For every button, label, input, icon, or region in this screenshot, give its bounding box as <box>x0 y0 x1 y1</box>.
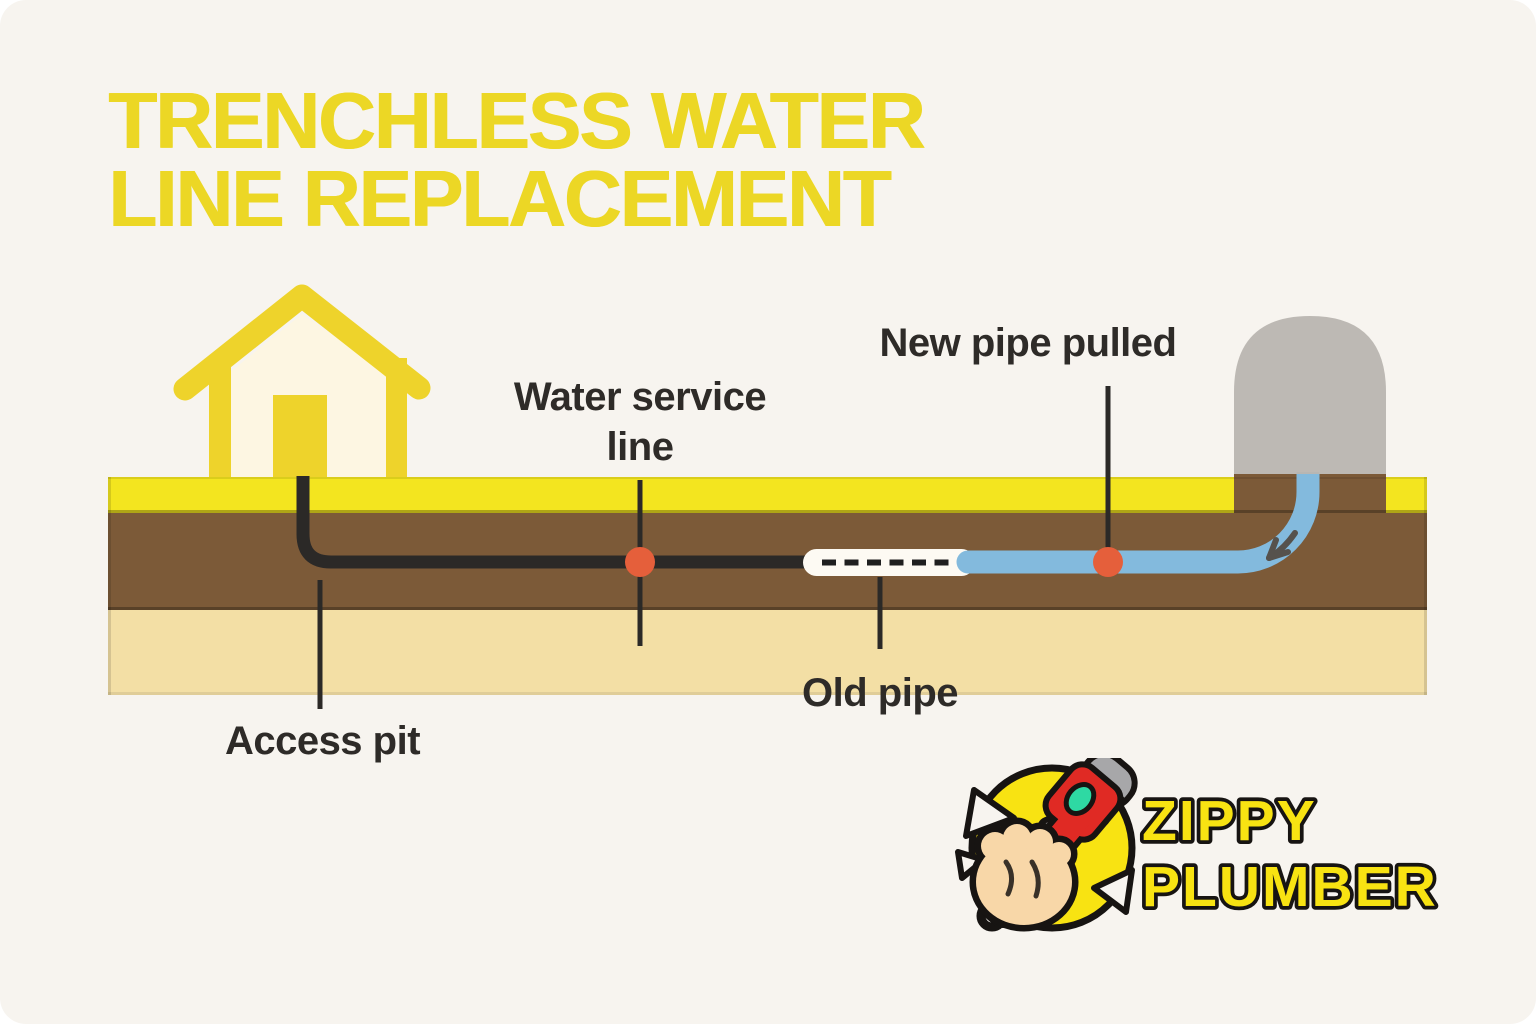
ground-left-edge <box>108 477 111 695</box>
house-wall-left <box>209 358 231 477</box>
water-service-pipe <box>296 476 812 569</box>
subsoil-bottom-seam <box>108 692 1427 695</box>
new-pipe-pulled-label: New pipe pulled <box>879 321 1177 365</box>
grass-layer <box>108 477 1427 513</box>
page-title: TRENCHLESS WATER LINE REPLACEMENT <box>108 76 925 243</box>
page-title-line1: TRENCHLESS WATER <box>108 76 925 165</box>
pull-direction-arrow-icon <box>1266 530 1298 561</box>
old-pipe-label: Old pipe <box>802 671 959 715</box>
subsoil-layer <box>108 610 1427 695</box>
zippy-plumber-logo-icon <box>955 758 1138 932</box>
old-pipe <box>803 549 975 576</box>
house-wall-right <box>386 358 407 477</box>
logo-wordmark-line1: ZIPPY <box>1142 789 1317 853</box>
connection-marker-new-pipe <box>1093 547 1123 577</box>
water-service-line-label: Water service line <box>490 372 790 472</box>
logo-wordmark-line2: PLUMBER <box>1142 855 1438 919</box>
zippy-plumber-wordmark: ZIPPY PLUMBER <box>1138 785 1439 923</box>
fist-icon <box>969 817 1079 932</box>
grass-top-seam <box>108 477 1427 479</box>
house-door <box>273 395 327 477</box>
water-service-line-label-line2: line <box>606 425 674 469</box>
access-pit-label: Access pit <box>224 719 421 763</box>
fist-finger-lines <box>1003 859 1041 899</box>
soil-subsoil-seam <box>108 607 1427 610</box>
ground-right-edge <box>1424 477 1427 695</box>
grass-soil-seam <box>108 510 1427 513</box>
bore-entry-mound <box>1234 316 1386 474</box>
wrench-jaw-hole <box>1063 782 1097 816</box>
house-icon <box>173 284 431 477</box>
page-title-line2: LINE REPLACEMENT <box>108 154 891 243</box>
water-service-line-label-line1: Water service <box>513 375 767 419</box>
connection-marker-water-service <box>625 547 655 577</box>
